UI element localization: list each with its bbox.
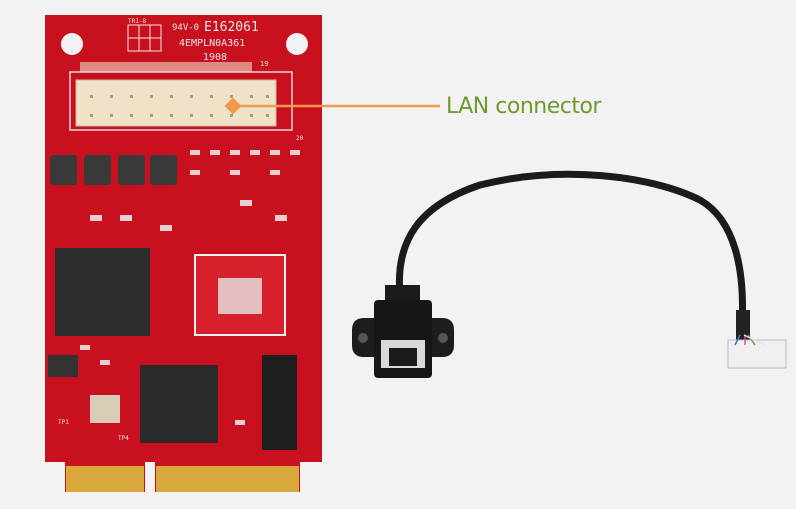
silk-cert: 94V-0 bbox=[172, 23, 199, 33]
ethernet-controller-chip bbox=[55, 248, 150, 336]
silk-part: 4EMPLN0A361 bbox=[179, 38, 245, 49]
silk-pin20: 20 bbox=[296, 135, 304, 142]
lan-connector-callout bbox=[224, 97, 440, 115]
lan-header-connector bbox=[69, 62, 293, 131]
lan-connector-label: LAN connector bbox=[446, 94, 601, 119]
mounting-hole bbox=[286, 33, 308, 55]
silk-ul: E162061 bbox=[204, 20, 259, 35]
rj45-panel-jack bbox=[352, 285, 454, 378]
silk-pin19: 19 bbox=[260, 60, 268, 68]
silk-header-label: TR1-8 bbox=[128, 18, 146, 25]
rj45-lan-cable bbox=[352, 170, 787, 378]
mounting-hole bbox=[61, 33, 83, 55]
wire-to-board-connector bbox=[727, 339, 787, 369]
silk-tp1: TP1 bbox=[58, 419, 69, 426]
silk-date: 1908 bbox=[203, 52, 227, 63]
silk-tp4: TP4 bbox=[118, 435, 129, 442]
pcie-bridge-chip bbox=[140, 365, 218, 443]
pin-header bbox=[262, 355, 297, 450]
gold-edge-fingers bbox=[66, 466, 299, 492]
mini-pcie-lan-board: 94V-0 E162061 4EMPLN0A361 1908 TR1-8 20 … bbox=[45, 15, 322, 492]
